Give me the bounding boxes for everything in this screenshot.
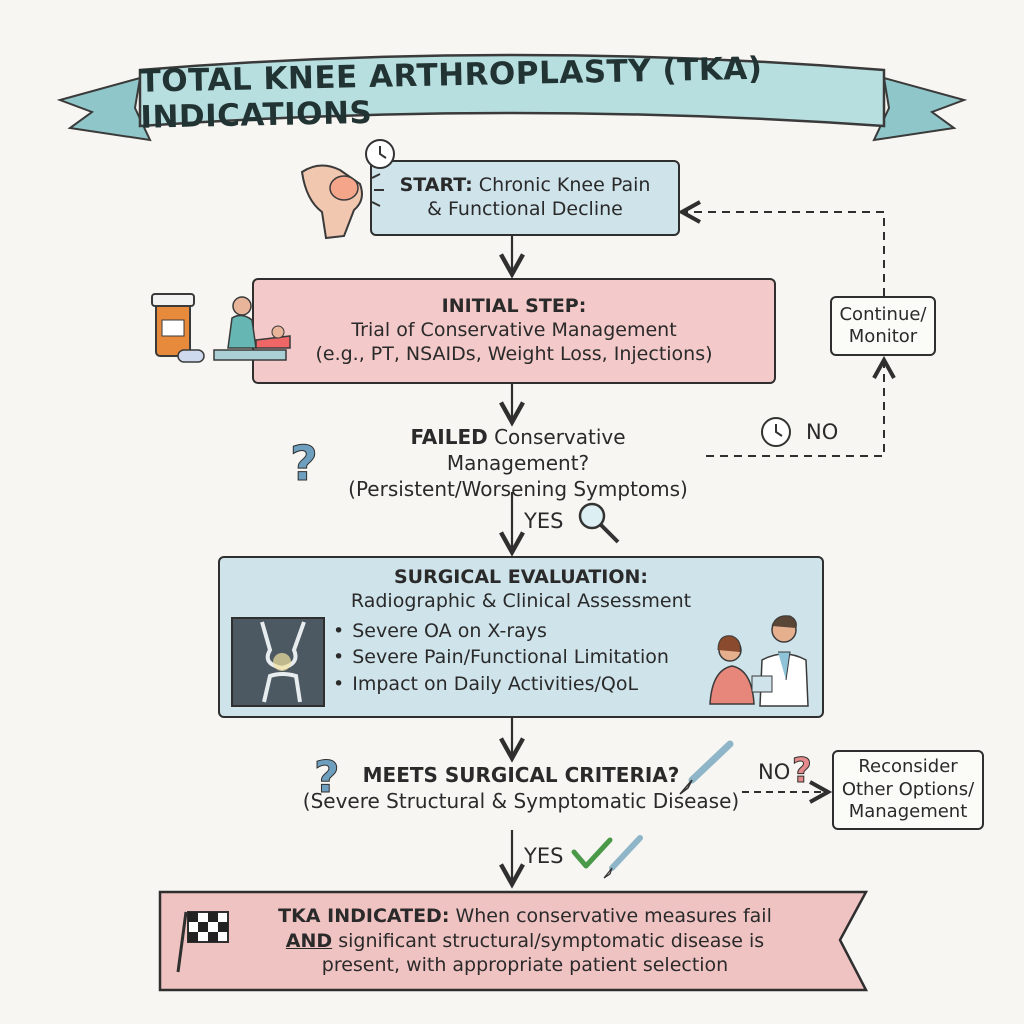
start-text-line2: & Functional Decline bbox=[427, 198, 623, 220]
scalpel-icon bbox=[603, 835, 643, 879]
evaluation-subheading: Radiographic & Clinical Assessment bbox=[350, 589, 692, 612]
initial-step-line2: (e.g., PT, NSAIDs, Weight Loss, Injectio… bbox=[315, 342, 713, 365]
decision2-bold: MEETS SURGICAL CRITERIA? bbox=[362, 763, 680, 787]
knee-icon bbox=[300, 164, 384, 240]
clock-icon bbox=[365, 139, 395, 169]
magnifier-icon bbox=[578, 502, 620, 544]
evaluation-criteria-list: Severe OA on X-rays Severe Pain/Function… bbox=[333, 618, 669, 698]
evaluation-criterion: Impact on Daily Activities/QoL bbox=[333, 671, 669, 698]
start-text-line1: Chronic Knee Pain bbox=[478, 174, 651, 197]
continue-monitor-box: Continue/ Monitor bbox=[830, 296, 936, 356]
monitor-line2: Monitor bbox=[848, 326, 918, 347]
arrow-monitor-to-start bbox=[684, 212, 885, 296]
pill-bottle-icon bbox=[151, 293, 205, 363]
evaluation-criterion: Severe OA on X-rays bbox=[333, 618, 669, 645]
xray-icon bbox=[231, 617, 325, 707]
initial-step-box: INITIAL STEP: Trial of Conservative Mana… bbox=[252, 278, 776, 384]
question-mark-icon: ? bbox=[792, 751, 812, 791]
clock-icon bbox=[761, 417, 791, 447]
outcome-rest2: significant structural/symptomatic disea… bbox=[338, 929, 765, 952]
decision1-no-label: NO bbox=[806, 420, 839, 444]
outcome-and: AND bbox=[285, 929, 333, 952]
arrow-no-loop bbox=[706, 362, 884, 457]
decision2-no-label: NO bbox=[758, 760, 791, 784]
decision2-yes-label: YES bbox=[524, 844, 564, 868]
physical-therapy-icon bbox=[213, 296, 291, 361]
decision1-bold: FAILED bbox=[410, 425, 488, 449]
question-mark-icon: ? bbox=[290, 436, 318, 492]
decision-meets-criteria: MEETS SURGICAL CRITERIA? (Severe Structu… bbox=[296, 762, 746, 814]
evaluation-criterion: Severe Pain/Functional Limitation bbox=[333, 644, 669, 671]
question-mark-icon: ? bbox=[314, 752, 340, 803]
decision1-yes-label: YES bbox=[524, 509, 564, 533]
decision1-line2: (Persistent/Worsening Symptoms) bbox=[348, 477, 688, 501]
initial-step-heading: INITIAL STEP: bbox=[441, 295, 587, 318]
reconsider-line2: Other Options/ bbox=[841, 778, 975, 800]
reconsider-line3: Management bbox=[848, 801, 968, 823]
start-box: START: Chronic Knee Pain & Functional De… bbox=[370, 160, 680, 236]
outcome-rest1: When conservative measures fail bbox=[455, 904, 772, 927]
start-label: START: bbox=[399, 174, 473, 197]
monitor-line1: Continue/ bbox=[839, 303, 927, 325]
reconsider-line1: Reconsider bbox=[858, 756, 958, 778]
outcome-bold: TKA INDICATED: bbox=[278, 904, 450, 927]
initial-step-line1: Trial of Conservative Management bbox=[351, 319, 677, 342]
checkered-flag-icon bbox=[176, 911, 229, 973]
decision2-line2: (Severe Structural & Symptomatic Disease… bbox=[302, 789, 740, 813]
doctor-patient-icon bbox=[709, 615, 809, 707]
checkmark-icon bbox=[571, 837, 613, 869]
reconsider-box: Reconsider Other Options/ Management bbox=[832, 750, 984, 830]
evaluation-heading: SURGICAL EVALUATION: bbox=[393, 566, 649, 588]
outcome-line3: present, with appropriate patient select… bbox=[321, 954, 729, 977]
decision1-rest: Conservative Management? bbox=[446, 425, 626, 475]
decision-failed-conservative: FAILED Conservative Management? (Persist… bbox=[338, 424, 698, 502]
outcome-banner: TKA INDICATED: When conservative measure… bbox=[230, 898, 820, 984]
scalpel-icon bbox=[679, 740, 734, 795]
